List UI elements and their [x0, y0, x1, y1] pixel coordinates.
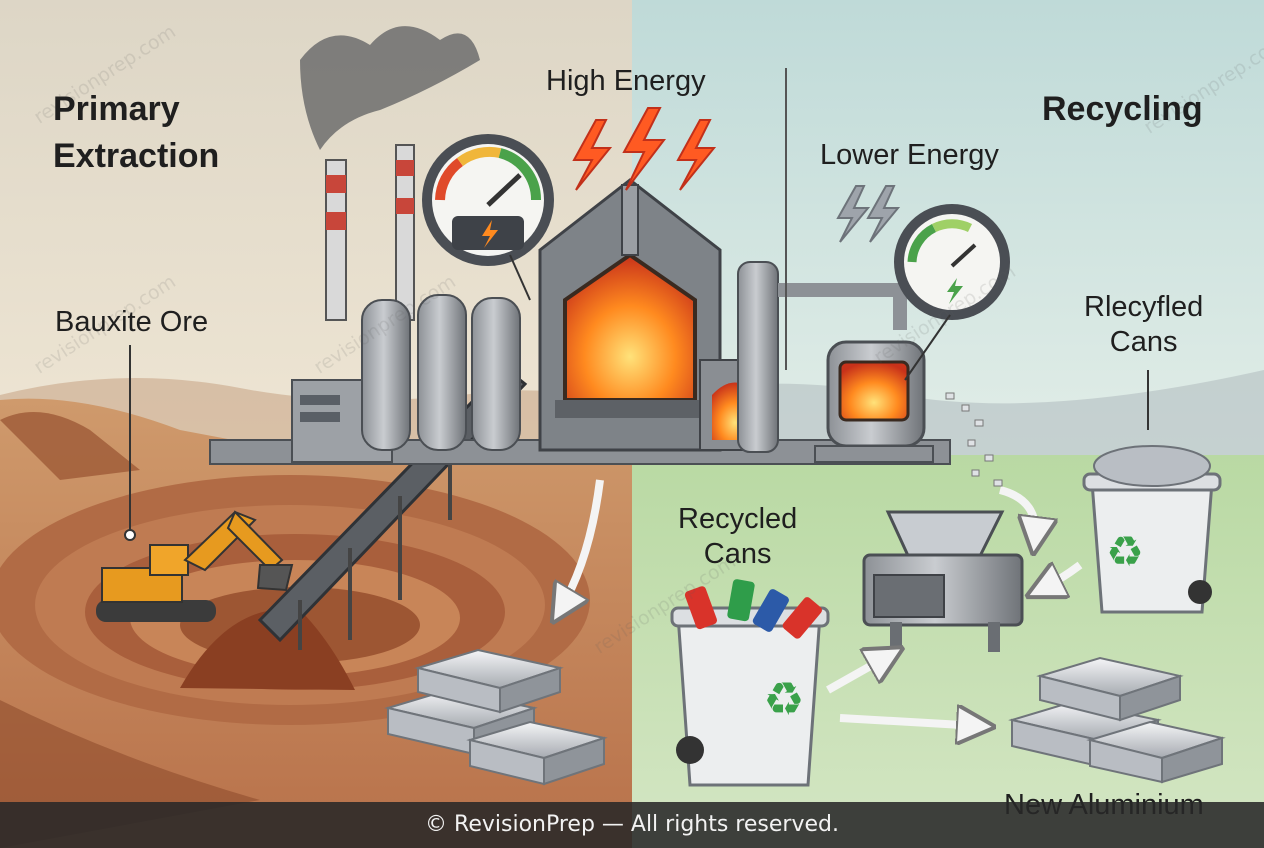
recycle-icon: ♻	[763, 672, 804, 726]
aluminium-ingots-right	[1008, 656, 1226, 784]
low-energy-gauge-icon	[894, 204, 1010, 320]
recycled-cans-bin-label: Recycled Cans	[678, 503, 798, 570]
high-energy-gauge-icon	[422, 134, 554, 266]
recycling-bin-cans: ♻	[670, 579, 830, 787]
shredder-machine	[862, 510, 1024, 652]
smokestacks	[300, 26, 480, 321]
recycle-icon: ♻	[1106, 527, 1144, 576]
excavator	[96, 510, 294, 622]
shredded-aluminium	[945, 392, 1003, 487]
recycled-cans-top-label: Rlecyfled Cans	[1084, 291, 1204, 358]
recycling-bin-top: ♻	[1082, 445, 1222, 614]
aluminium-ingots-left	[384, 648, 608, 786]
primary-extraction-title: Primary Extraction	[53, 90, 220, 175]
flow-arrow-icons	[560, 479, 1083, 726]
high-energy-lightning-icon	[572, 107, 717, 191]
high-energy-label: High Energy	[546, 65, 706, 97]
recycling-title: Recycling	[1042, 90, 1203, 128]
smelting-plant	[209, 178, 951, 465]
lower-energy-lightning-icon	[836, 185, 901, 243]
leader-lines	[124, 254, 1149, 541]
lower-energy-label: Lower Energy	[820, 139, 999, 171]
bauxite-ore-label: Bauxite Ore	[55, 306, 209, 338]
copyright-footer: © RevisionPrep — All rights reserved.	[0, 802, 1264, 848]
